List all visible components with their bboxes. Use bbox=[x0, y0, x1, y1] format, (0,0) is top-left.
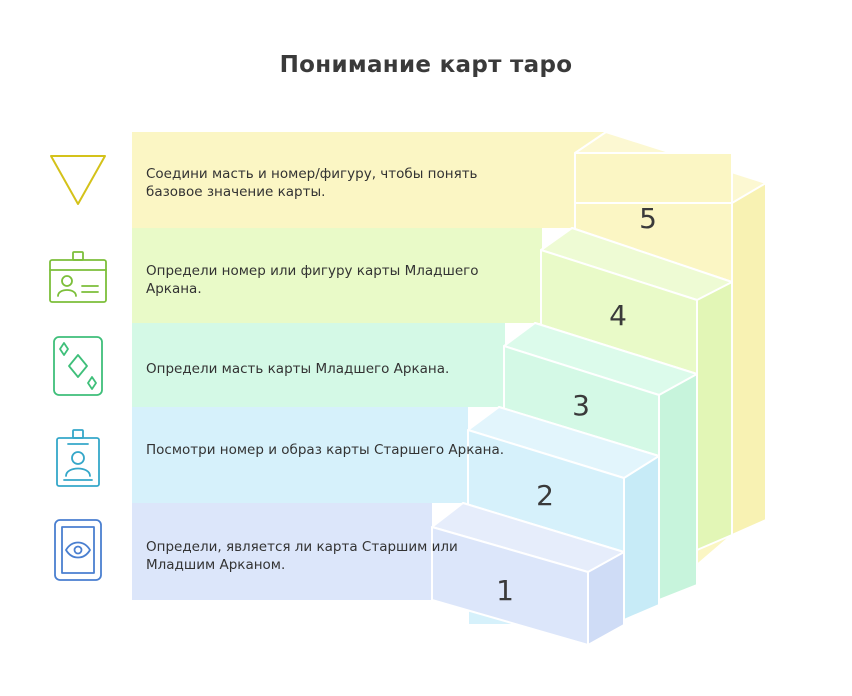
step-5-number: 5 bbox=[639, 202, 657, 235]
step-4-text: Определи номер или фигуру карты Младшего… bbox=[146, 263, 479, 297]
band-step-2 bbox=[132, 407, 468, 503]
page-title: Понимание карт таро bbox=[279, 52, 573, 78]
step-4-number: 4 bbox=[609, 299, 627, 332]
step-3-text: Определи масть карты Младшего Аркана. bbox=[146, 361, 450, 377]
step-3-number: 3 bbox=[572, 389, 590, 422]
step-5-text: Соедини масть и номер/фигуру, чтобы поня… bbox=[146, 166, 478, 200]
id-badge-person-icon bbox=[56, 429, 100, 487]
diamond-suit-card-icon bbox=[53, 336, 103, 396]
band-step-1 bbox=[132, 503, 432, 600]
step-1-text: Определи, является ли карта Старшим или … bbox=[146, 539, 458, 573]
tarot-card-eye-icon bbox=[54, 519, 102, 581]
band-step-5 bbox=[132, 132, 606, 228]
id-card-person-icon bbox=[49, 251, 107, 303]
band-step-4 bbox=[132, 228, 542, 323]
step-2-text: Посмотри номер и образ карты Старшего Ар… bbox=[146, 442, 505, 458]
step-1-number: 1 bbox=[496, 574, 514, 607]
triangle-icon bbox=[50, 155, 106, 205]
step-1-block bbox=[431, 502, 625, 646]
band-step-3 bbox=[132, 323, 505, 407]
step-2-number: 2 bbox=[536, 479, 554, 512]
